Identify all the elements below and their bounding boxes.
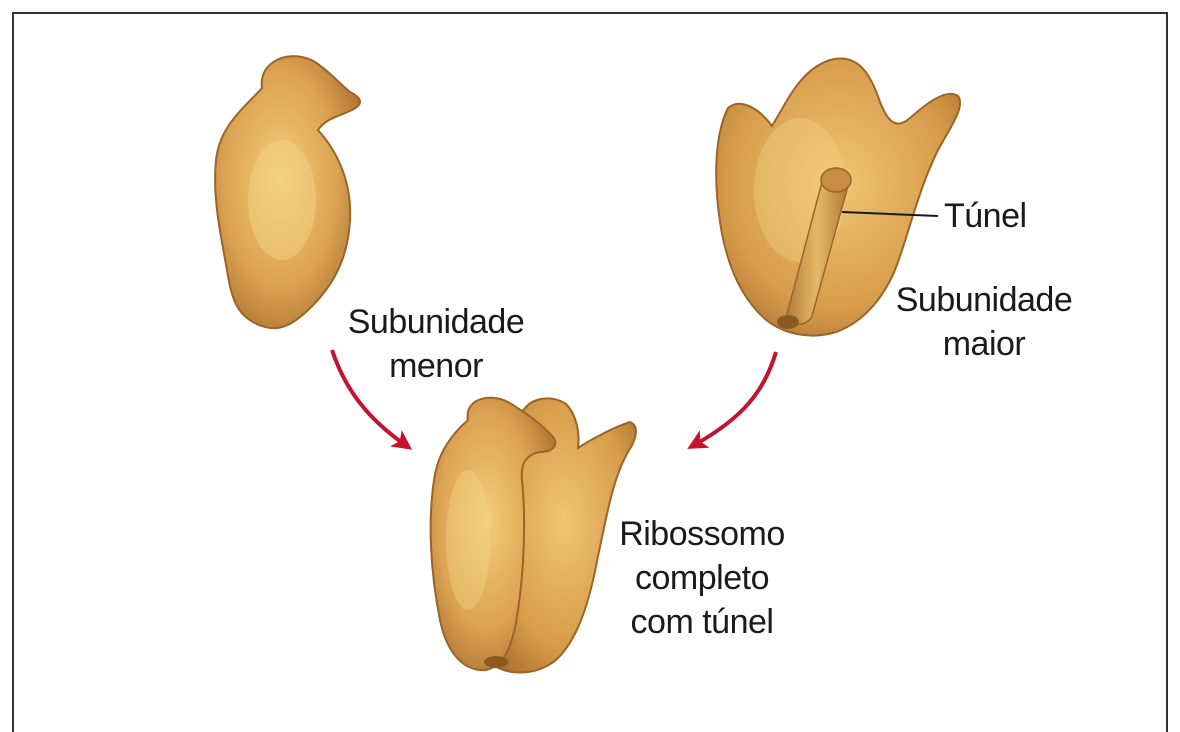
ribosome-label-line3: com túnel [604,600,800,644]
small-subunit-label: Subunidade menor [328,300,544,388]
large-subunit-label-line1: Subunidade [876,278,1092,322]
large-subunit-label: Subunidade maior [876,278,1092,366]
ribosome-label-line2: completo [604,556,800,600]
arrow-large-to-ribosome [696,352,776,444]
small-subunit-label-line2: menor [328,344,544,388]
ribosome-label-line1: Ribossomo [604,512,800,556]
ribosome-label: Ribossomo completo com túnel [604,512,800,644]
large-subunit-label-line2: maior [876,322,1092,366]
small-subunit-shape [215,56,360,328]
tunnel-label: Túnel [944,194,1027,238]
tunnel-label-text: Túnel [944,194,1027,238]
small-subunit-label-line1: Subunidade [328,300,544,344]
